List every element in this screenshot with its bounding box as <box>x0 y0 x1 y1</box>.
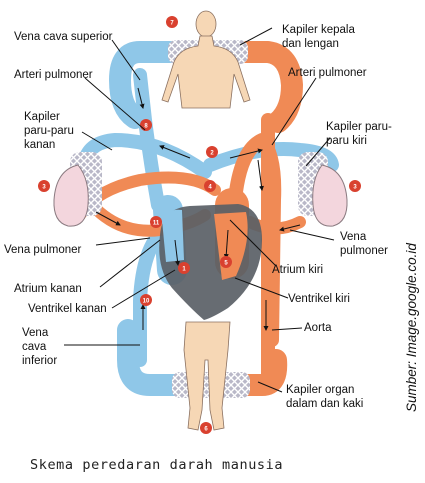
svg-text:8: 8 <box>144 124 148 130</box>
upper-body <box>161 10 251 109</box>
label-vena-pulmoner-right-2: pulmoner <box>340 245 388 257</box>
left-lung <box>312 164 348 227</box>
marker-head: 7 <box>166 16 178 28</box>
legs-arterial-supply <box>227 349 288 396</box>
svg-text:4: 4 <box>208 185 212 191</box>
label-kapiler-kepala-2: dan lengan <box>282 38 339 50</box>
marker-vena-cava-superior: 8 <box>140 119 152 131</box>
legs-venous-return <box>117 319 196 396</box>
label-aorta: Aorta <box>304 322 332 334</box>
label-vena-cava-inferior-3: inferior <box>22 355 57 367</box>
svg-text:3: 3 <box>42 185 46 191</box>
head <box>195 10 217 38</box>
label-vena-pulmoner-right-1: Vena <box>340 231 367 243</box>
label-kapiler-kepala-1: Kapiler kepala <box>282 24 355 36</box>
marker-legs: 6 <box>200 422 212 434</box>
marker-right-lung: 3 <box>38 180 50 192</box>
label-kapiler-paru-kiri-1: Kapiler paru- <box>326 121 392 133</box>
label-atrium-kiri: Atrium kiri <box>272 264 323 276</box>
marker-pulmonary-trunk: 2 <box>206 146 218 158</box>
label-vena-pulmoner-left: Vena pulmoner <box>4 244 82 256</box>
figure-caption: Skema peredaran darah manusia <box>30 457 283 473</box>
label-kapiler-paru-kanan-1: Kapiler <box>24 111 60 123</box>
torso-arms <box>161 35 251 109</box>
label-kapiler-organ-1: Kapiler organ <box>286 384 354 396</box>
head-venous-return <box>109 41 181 129</box>
marker-left-ventricle: 5 <box>220 256 232 268</box>
right-atrium-chamber <box>162 209 184 262</box>
svg-text:6: 6 <box>204 427 208 433</box>
label-ventrikel-kiri: Ventrikel kiri <box>288 293 350 305</box>
svg-text:5: 5 <box>224 261 228 267</box>
label-ventrikel-kanan: Ventrikel kanan <box>28 303 107 315</box>
label-vena-cava-inferior-1: Vena <box>22 327 49 339</box>
marker-right-ventricle: 1 <box>178 262 190 274</box>
label-arteri-pulmoner-right: Arteri pulmoner <box>288 67 367 79</box>
head-arterial-supply <box>234 41 303 133</box>
svg-text:11: 11 <box>153 221 160 227</box>
leader-lines <box>64 27 335 393</box>
source-credit: Sumber: Image.google.co.id <box>404 243 419 412</box>
svg-text:7: 7 <box>170 21 174 27</box>
marker-right-atrium: 11 <box>150 216 162 228</box>
svg-text:2: 2 <box>210 151 214 157</box>
svg-text:10: 10 <box>143 299 150 305</box>
label-kapiler-paru-kanan-3: kanan <box>24 139 55 151</box>
legs <box>183 321 231 431</box>
marker-left-lung: 3 <box>349 180 361 192</box>
label-kapiler-organ-2: dalam dan kaki <box>286 398 363 410</box>
right-lung <box>53 164 89 227</box>
flow-arrows <box>95 87 301 331</box>
label-kapiler-paru-kanan-2: paru-paru <box>24 125 74 137</box>
label-atrium-kanan: Atrium kanan <box>14 283 82 295</box>
pulmonary-artery-right-branch <box>78 133 212 179</box>
label-kapiler-paru-kiri-2: paru kiri <box>326 135 367 147</box>
marker-aorta-arch: 4 <box>204 180 216 192</box>
marker-vena-cava-inferior: 10 <box>140 294 152 306</box>
svg-text:3: 3 <box>353 185 357 191</box>
numbered-markers: 7 3 3 6 8 2 4 11 1 5 10 <box>38 16 361 434</box>
svg-text:1: 1 <box>182 267 186 273</box>
lower-body <box>183 321 231 431</box>
label-vena-cava-superior: Vena cava superior <box>14 31 113 43</box>
label-vena-cava-inferior-2: cava <box>22 341 47 353</box>
label-arteri-pulmoner-left: Arteri pulmoner <box>14 69 93 81</box>
